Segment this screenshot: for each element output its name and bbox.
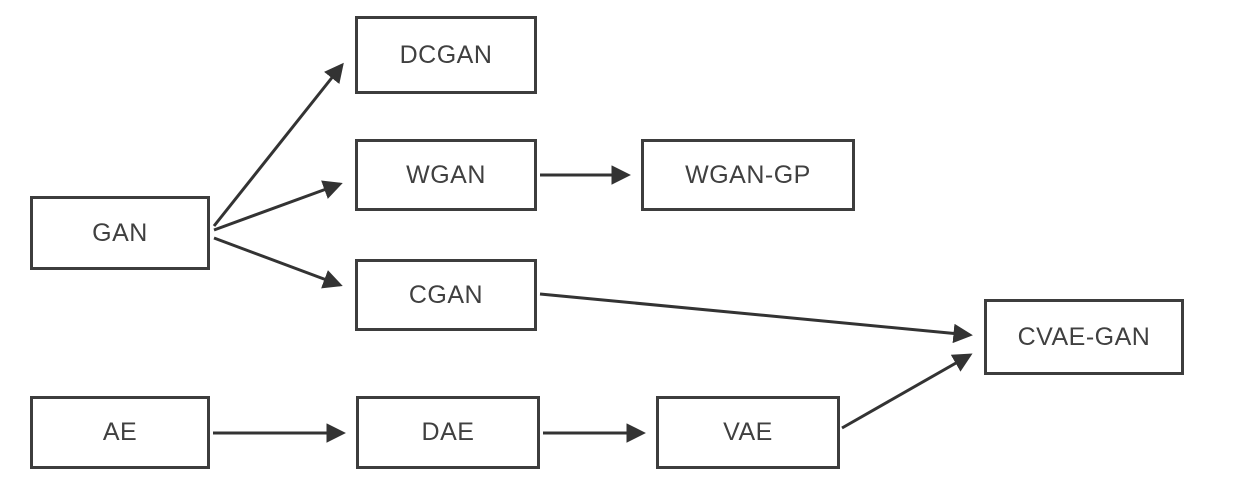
node-cgan: CGAN [355, 259, 537, 331]
node-vae: VAE [656, 396, 840, 469]
node-cvae-gan-label: CVAE-GAN [1017, 322, 1151, 351]
node-gan: GAN [30, 196, 210, 270]
edge-gan-wgan [213, 180, 343, 232]
node-dcgan-label: DCGAN [399, 40, 493, 69]
node-ae-label: AE [102, 418, 138, 446]
node-vae-label: VAE [723, 418, 773, 446]
node-gan-label: GAN [92, 218, 148, 247]
node-cgan-label: CGAN [408, 280, 484, 309]
edge-gan-cgan [213, 236, 343, 289]
node-wgan-label: WGAN [406, 160, 486, 189]
node-ae: AE [30, 396, 210, 469]
node-wgan-gp: WGAN-GP [641, 139, 855, 211]
edge-gan-dcgan [212, 62, 344, 227]
edge-vae-cvaegan [841, 353, 973, 430]
edge-cgan-cvaegan [539, 292, 973, 344]
node-wgan: WGAN [355, 139, 537, 211]
node-cvae-gan: CVAE-GAN [984, 299, 1184, 375]
node-dcgan: DCGAN [355, 16, 537, 94]
node-wgan-gp-label: WGAN-GP [685, 160, 811, 189]
node-dae-label: DAE [421, 418, 475, 446]
node-dae: DAE [356, 396, 540, 469]
